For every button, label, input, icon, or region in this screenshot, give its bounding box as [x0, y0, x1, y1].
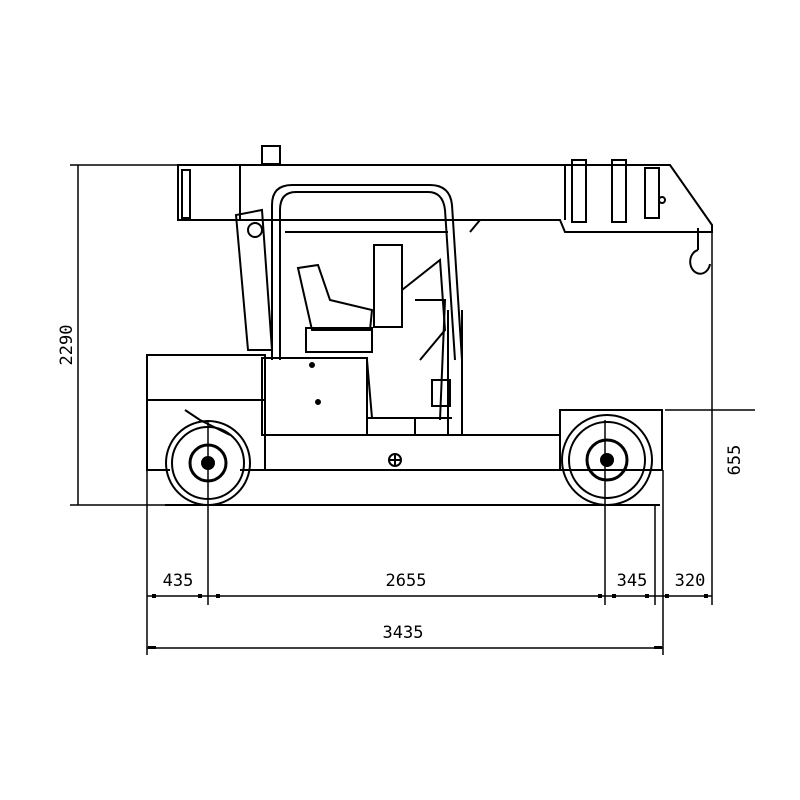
rear-wheel — [561, 414, 653, 506]
wheelbase-label: 2655 — [386, 571, 427, 591]
chassis — [146, 310, 663, 471]
overall-height-label: 2290 — [57, 325, 77, 366]
dimension-ticks — [148, 594, 708, 649]
rear-height-label: 655 — [725, 445, 745, 476]
front-overhang-label: 435 — [163, 571, 194, 591]
operator-seat — [296, 244, 451, 421]
boom-overhang-label: 320 — [675, 571, 706, 591]
hook — [689, 228, 711, 275]
boom — [177, 145, 713, 233]
rear-overhang-label: 345 — [617, 571, 648, 591]
roll-cage — [271, 184, 483, 361]
overall-length-label: 3435 — [383, 623, 424, 643]
dimension-lines — [70, 164, 755, 655]
boom-support — [234, 208, 274, 351]
